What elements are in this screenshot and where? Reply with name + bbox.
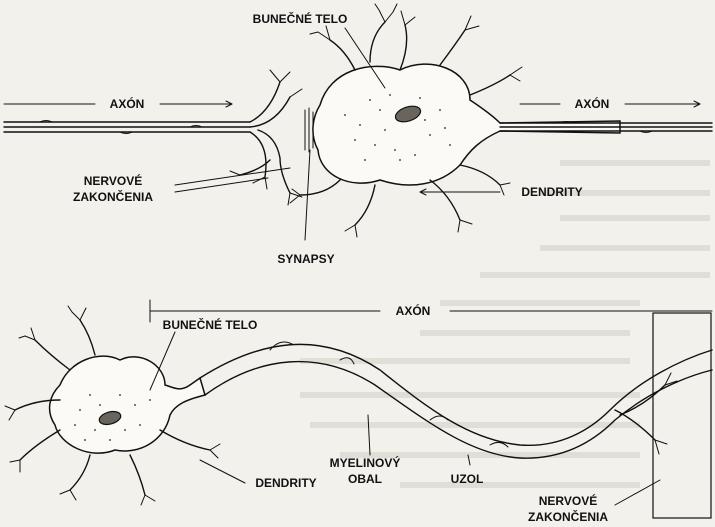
label-top-axon-right: AXÓN	[575, 96, 610, 111]
bleed-through-text	[300, 160, 710, 488]
label-bottom-myelin-1: MYELINOVÝ	[330, 455, 401, 470]
terminal-box	[653, 313, 711, 518]
top-neuron	[4, 4, 712, 240]
label-top-nerve-endings-2: ZAKONČENIA	[73, 189, 153, 204]
label-top-axon-left: AXÓN	[110, 96, 145, 111]
bottom-cell-body	[50, 356, 205, 453]
label-bottom-cell-body: BUNEČNÉ TELO	[163, 317, 258, 332]
label-bottom-dendrites: DENDRITY	[255, 476, 316, 490]
top-left-axon-fibers	[4, 122, 250, 132]
label-top-dendrites: DENDRITY	[521, 185, 582, 199]
label-top-nerve-endings-1: NERVOVÉ	[84, 173, 142, 188]
synapse-gaps	[305, 108, 313, 152]
label-bottom-nerve-endings-1: NERVOVÉ	[539, 493, 597, 508]
bottom-axon-lower	[205, 362, 712, 459]
label-top-synapses: SYNAPSY	[277, 252, 334, 266]
label-bottom-node: UZOL	[451, 472, 484, 486]
label-bottom-myelin-2: OBAL	[348, 472, 382, 486]
label-top-cell-body: BUNEČNÉ TELO	[253, 11, 348, 26]
label-bottom-nerve-endings-2: ZAKONČENIA	[528, 509, 608, 524]
label-bottom-axon: AXÓN	[396, 303, 431, 318]
